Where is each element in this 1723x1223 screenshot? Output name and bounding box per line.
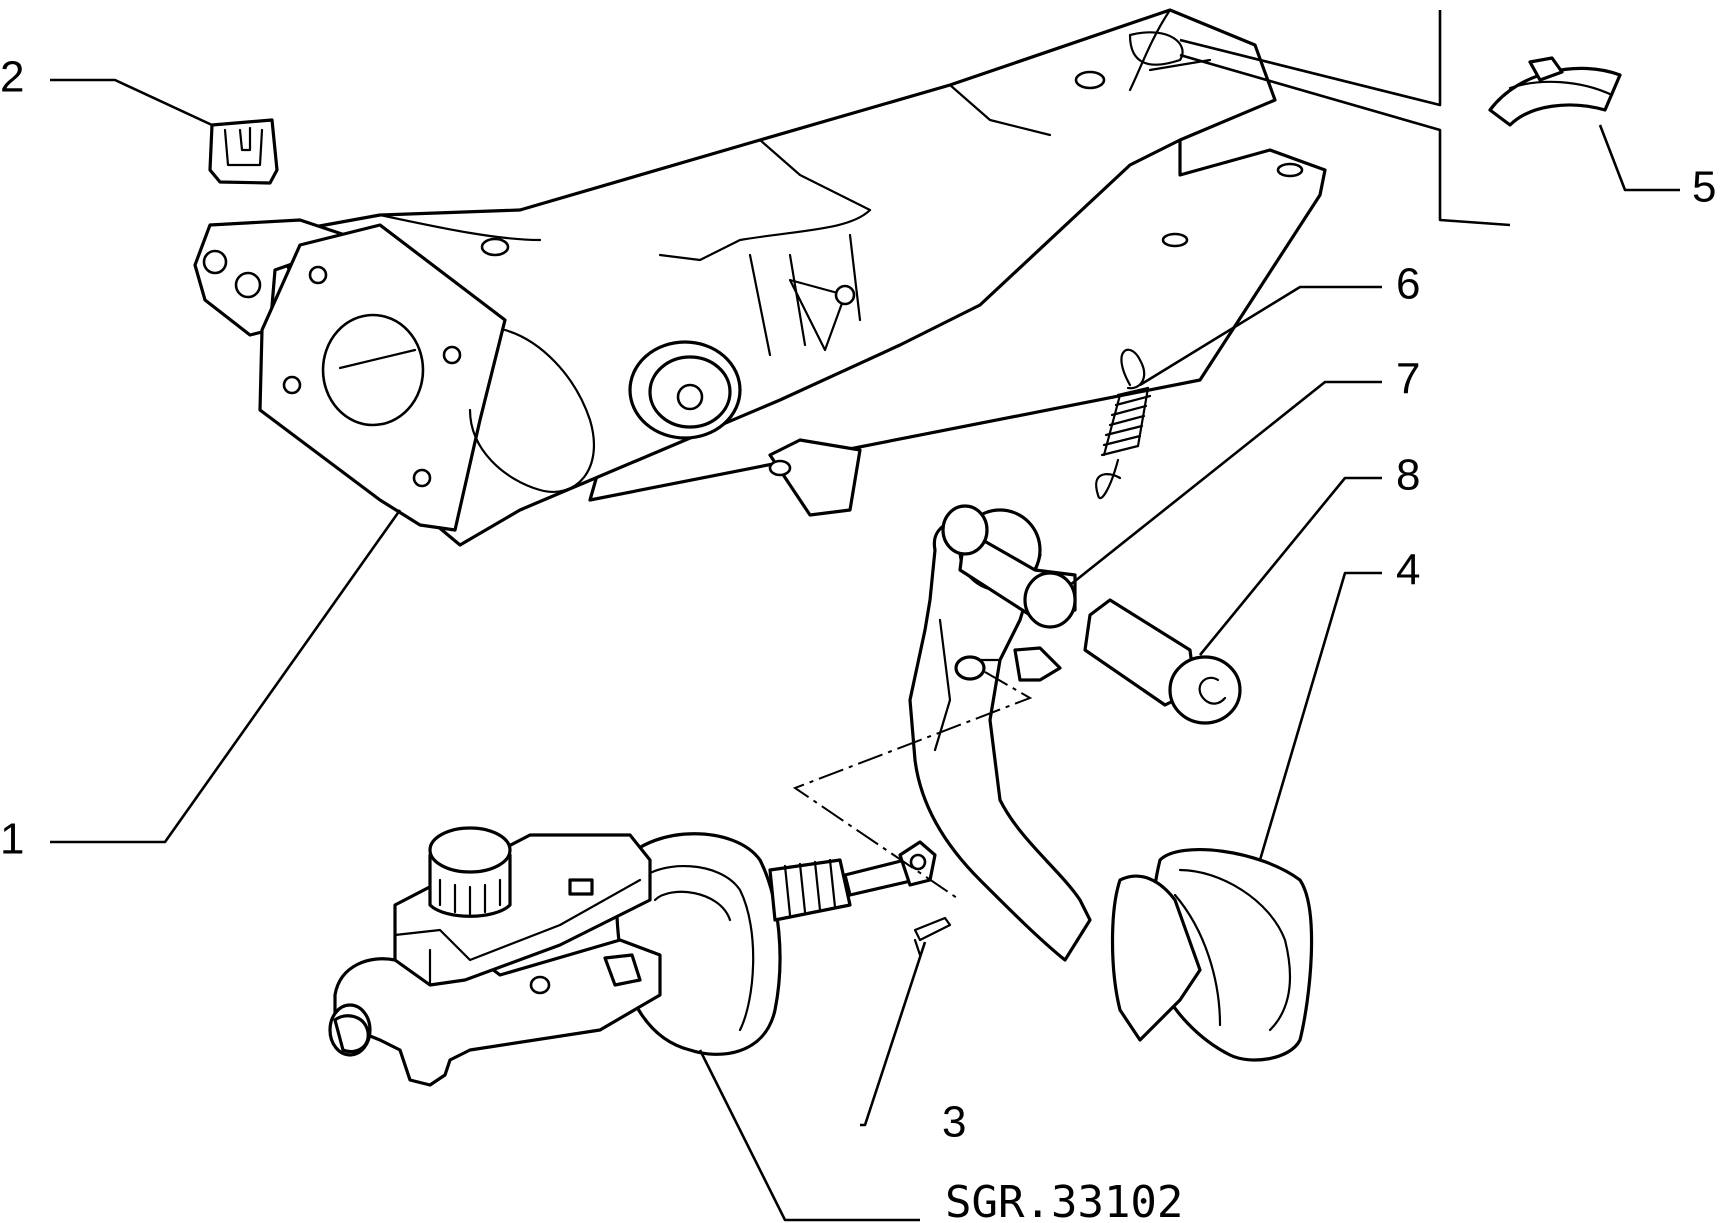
leader-7 — [1069, 380, 1382, 587]
reference-code: SGR.33102 — [945, 1177, 1183, 1223]
leader-clip-guide — [1179, 10, 1442, 107]
leader-1 — [50, 509, 402, 844]
part-8-pivot-pin — [1083, 598, 1242, 725]
part-6-return-spring — [1095, 348, 1152, 500]
part-2-clip-nut — [208, 118, 279, 185]
part-3-split-pin — [913, 916, 952, 957]
leader-4 — [1258, 571, 1382, 861]
leader-3 — [860, 941, 927, 1127]
brake-servo-master-cylinder — [328, 826, 937, 1087]
leader-code — [698, 1049, 920, 1222]
callout-4: 4 — [1396, 546, 1420, 595]
callout-7: 7 — [1396, 355, 1420, 404]
part-7-pedal-lever — [908, 504, 1092, 962]
callout-6: 6 — [1396, 260, 1420, 309]
leader-6 — [1139, 285, 1382, 387]
assembly-lines — [792, 671, 1033, 901]
leader-8 — [1198, 476, 1382, 656]
part-4-pedal-pad — [1110, 848, 1314, 1062]
part-5-bushing-clip — [1488, 56, 1622, 127]
part-1-pedal-bracket — [193, 8, 1327, 547]
callout-1: 1 — [0, 815, 24, 864]
callout-8: 8 — [1396, 451, 1420, 500]
leader-lines — [50, 10, 1680, 1222]
callout-labels: 1 2 3 4 5 6 7 8 — [0, 53, 1716, 1147]
leader-clip-guide-lower — [1179, 53, 1511, 227]
callout-2: 2 — [0, 53, 24, 102]
leader-2 — [50, 78, 213, 127]
callout-3: 3 — [942, 1098, 966, 1147]
leader-5 — [1598, 124, 1680, 192]
callout-5: 5 — [1692, 163, 1716, 212]
